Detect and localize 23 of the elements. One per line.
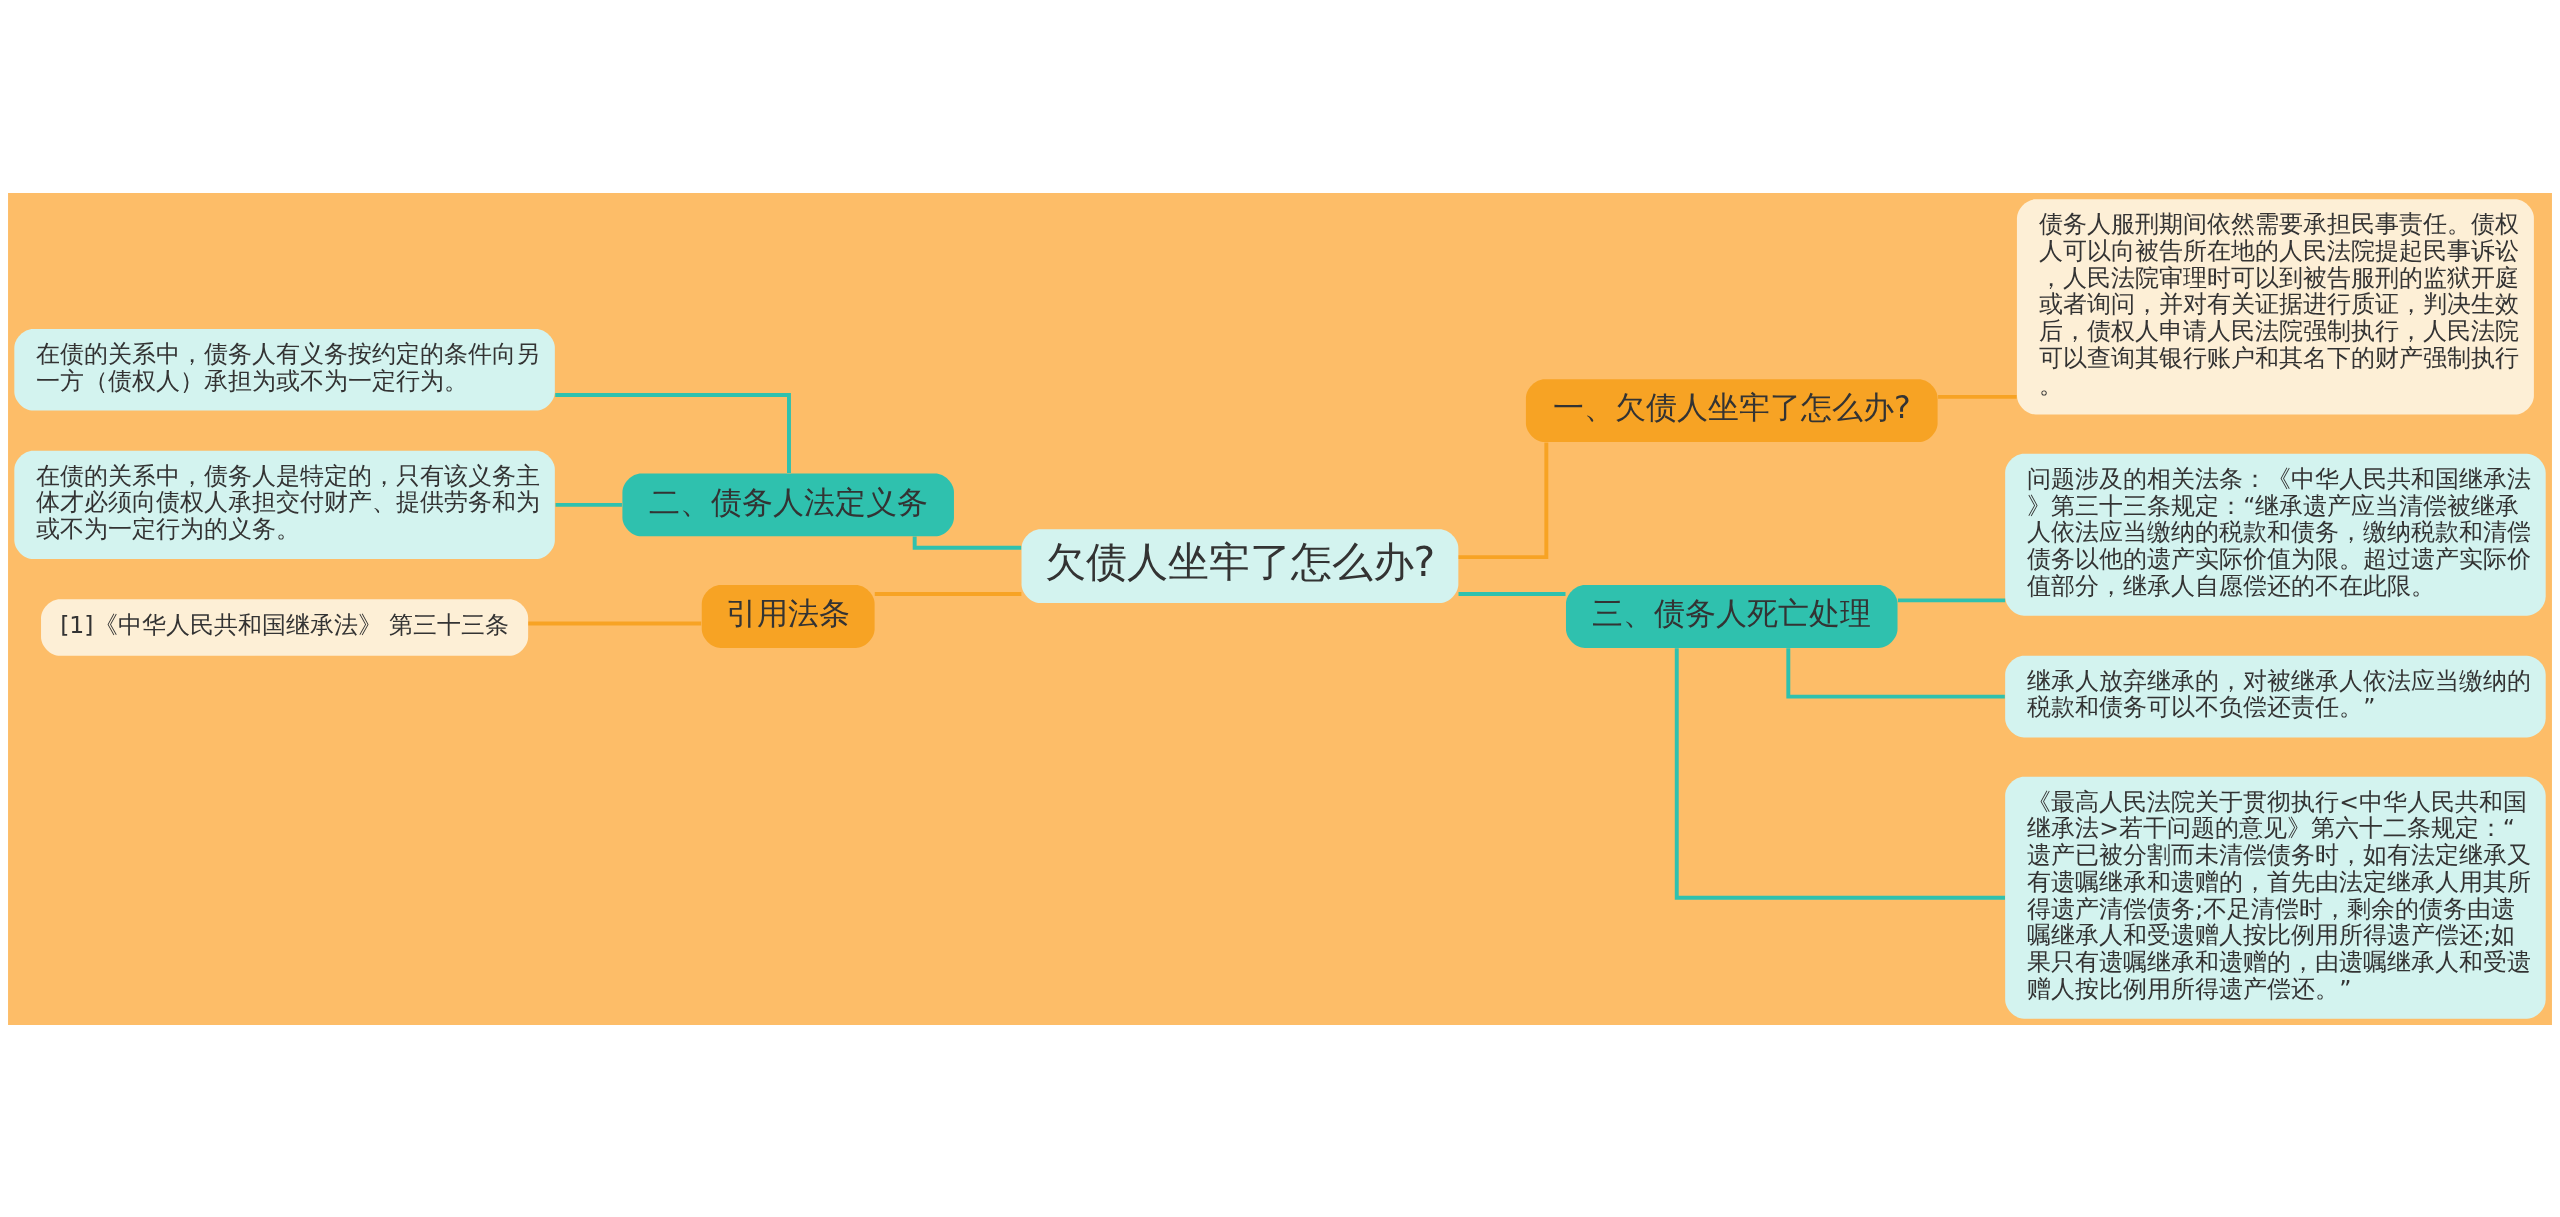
connector [912,535,1022,550]
node-box: 在债的关系中，债务人有义务按约定的条件向另一方（债权人）承担为或不为一定行为。 [14,328,555,411]
node-box: 欠债人坐牢了怎么办? [1021,528,1459,603]
connector [1674,647,2005,900]
node-box: 债务人服刑期间依然需要承担民事责任。债权人可以向被告所在地的人民法院提起民事诉讼，人民法院审理时可以到被告服刑的监狱开庭或者询问，并对有关证据进行质证，判决生效后，债权人申请人民法院强制执行，人民法院可以查询其银行账户和其名下的财产强制执行。 [2016,198,2534,415]
connector [1786,647,2005,699]
node-box: 《最高人民法院关于贯彻执行<中华人民共和国继承法>若干问题的意见》第六十二条规定：“遗产已被分割而未清偿债务时，如有法定继承又有遗嘱继承和遗赠的，首先由法定继承人用其所得遗产清偿债务;不足清偿时，剩余的债务由遗嘱继承人和受遗赠人按比例用所得遗产偿还;如果只有遗嘱继承和遗赠的，由遗嘱继承人和受遗赠人按比例用所得遗产偿还。” [2005,776,2546,1019]
node-box: 引用法条 [701,584,875,648]
connector [555,502,622,507]
node-box: 二、债务人法定义务 [622,473,954,536]
connector [528,621,702,625]
connector [555,392,791,473]
connector [1897,597,2006,602]
node-box: 问题涉及的相关法条：《中华人民共和国继承法》第三十三条规定：“继承遗产应当清偿被继承人依法应当缴纳的税款和债务，缴纳税款和清偿债务以他的遗产实际价值为限。超过遗产实际价值部分，继承人自愿偿还的不在此限。 [2005,453,2546,616]
node-box: 继承人放弃继承的，对被继承人依法应当缴纳的税款和债务可以不负偿还责任。” [2005,655,2546,737]
node-box: 一、欠债人坐牢了怎么办? [1525,378,1938,442]
node-box: 在债的关系中，债务人是特定的，只有该义务主体才必须向债权人承担交付财产、提供劳务和为或不为一定行为的义务。 [14,450,555,559]
connector [874,591,1022,596]
connector [1938,394,2017,399]
node-box: 三、债务人死亡处理 [1566,584,1898,648]
node-box: [1]《中华人民共和国继承法》 第三十三条 [41,598,529,656]
connector [1458,441,1549,559]
connector [1458,591,1566,596]
